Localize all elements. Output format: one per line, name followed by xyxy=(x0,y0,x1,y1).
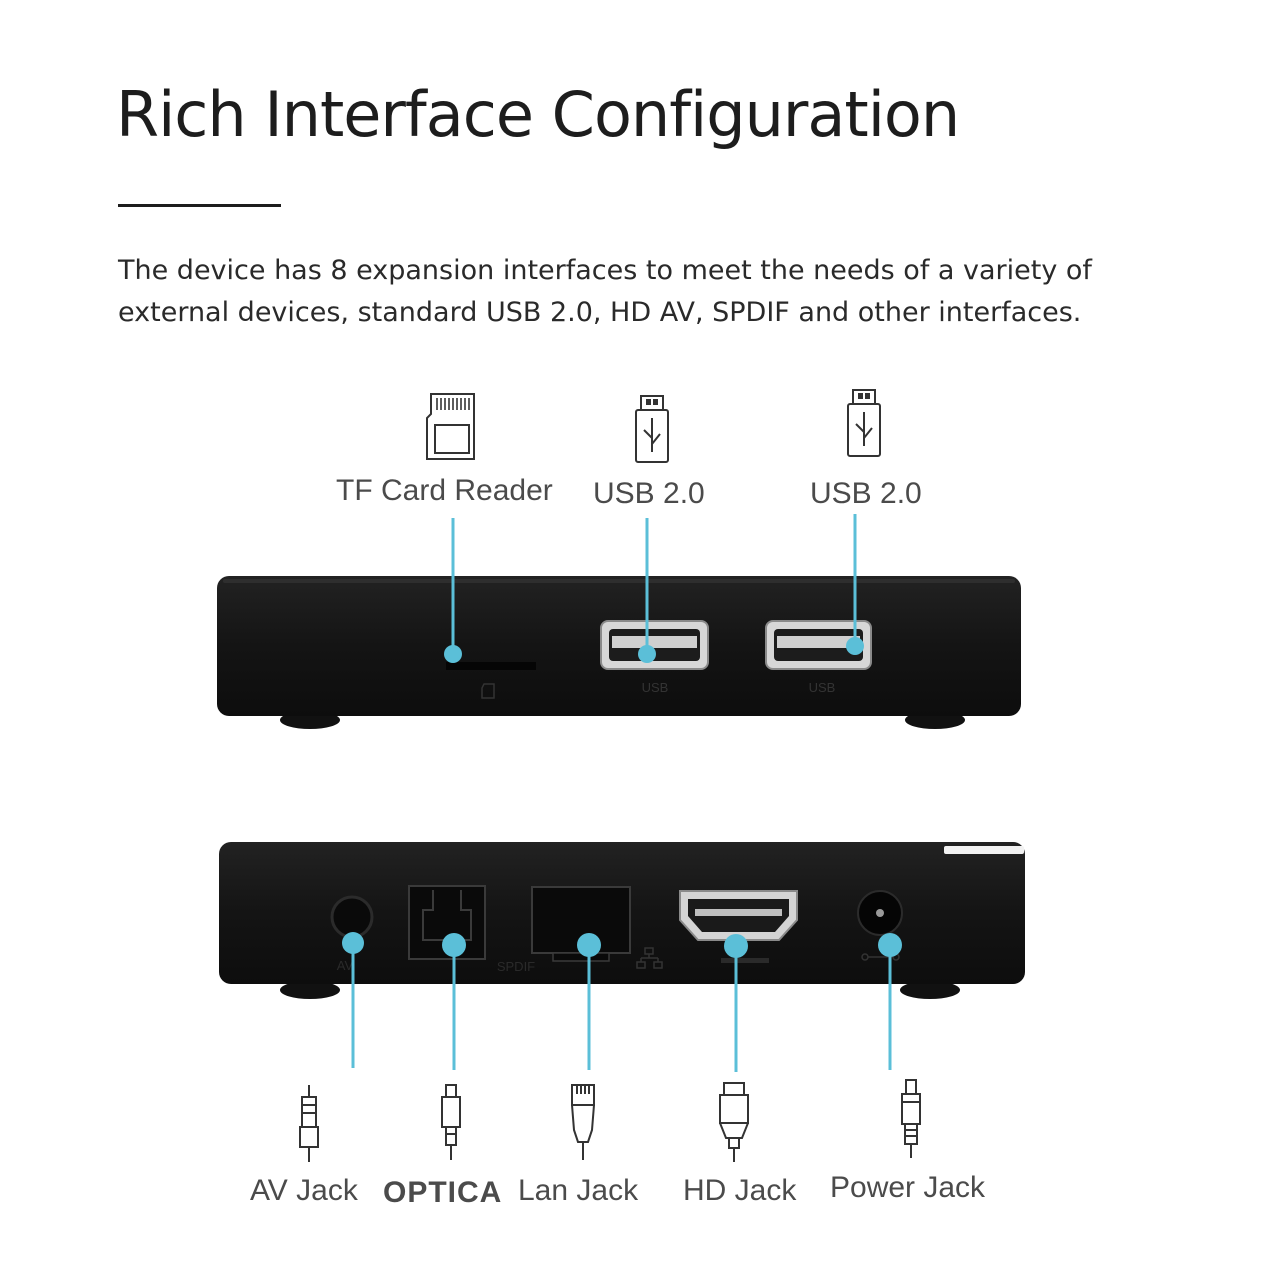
hdmi-callout-dot xyxy=(724,934,748,958)
power-callout-dot xyxy=(878,933,902,957)
usb-marking: USB xyxy=(642,680,669,695)
hdmi-plug-icon xyxy=(719,1082,749,1162)
tf-card-slot xyxy=(446,662,536,670)
label-power-jack: Power Jack xyxy=(830,1171,986,1204)
device-rear-view: AV SPDIF xyxy=(219,842,1025,999)
label-usb-2: USB 2.0 xyxy=(810,477,922,510)
power-plug-icon xyxy=(901,1079,921,1158)
label-tf-card-reader: TF Card Reader xyxy=(336,474,553,507)
page-title: Rich Interface Configuration xyxy=(116,78,960,151)
av-callout-dot xyxy=(342,932,364,954)
label-optica: OPTICA xyxy=(383,1176,503,1209)
label-hd-jack: HD Jack xyxy=(683,1174,797,1207)
usb-port xyxy=(765,620,872,670)
usb-marking: USB xyxy=(809,680,836,695)
tf-card-callout-dot xyxy=(444,645,462,663)
sd-card-icon xyxy=(426,393,475,460)
usb-drive-icon xyxy=(847,389,881,457)
usb-port xyxy=(600,620,709,670)
bottom-callouts xyxy=(342,932,902,1072)
spdif-marking: SPDIF xyxy=(497,959,535,974)
hdmi-port xyxy=(679,890,798,941)
lan-plug-icon xyxy=(571,1084,595,1160)
description-text: The device has 8 expansion interfaces to… xyxy=(118,255,1092,328)
top-callouts xyxy=(444,514,864,663)
usb-drive-icon xyxy=(635,395,669,463)
usb-callout-dot xyxy=(638,645,656,663)
title-divider xyxy=(118,204,281,207)
lan-callout-dot xyxy=(577,933,601,957)
device-front-view: USB USB xyxy=(217,576,1021,729)
usb-callout-dot xyxy=(846,637,864,655)
label-usb-1: USB 2.0 xyxy=(593,477,705,510)
av-marking: AV xyxy=(337,958,354,973)
optical-callout-dot xyxy=(442,933,466,957)
label-av-jack: AV Jack xyxy=(250,1174,358,1207)
optical-plug-icon xyxy=(441,1084,461,1160)
av-plug-icon xyxy=(299,1085,319,1162)
label-lan-jack: Lan Jack xyxy=(518,1174,639,1207)
av-port xyxy=(330,895,374,939)
